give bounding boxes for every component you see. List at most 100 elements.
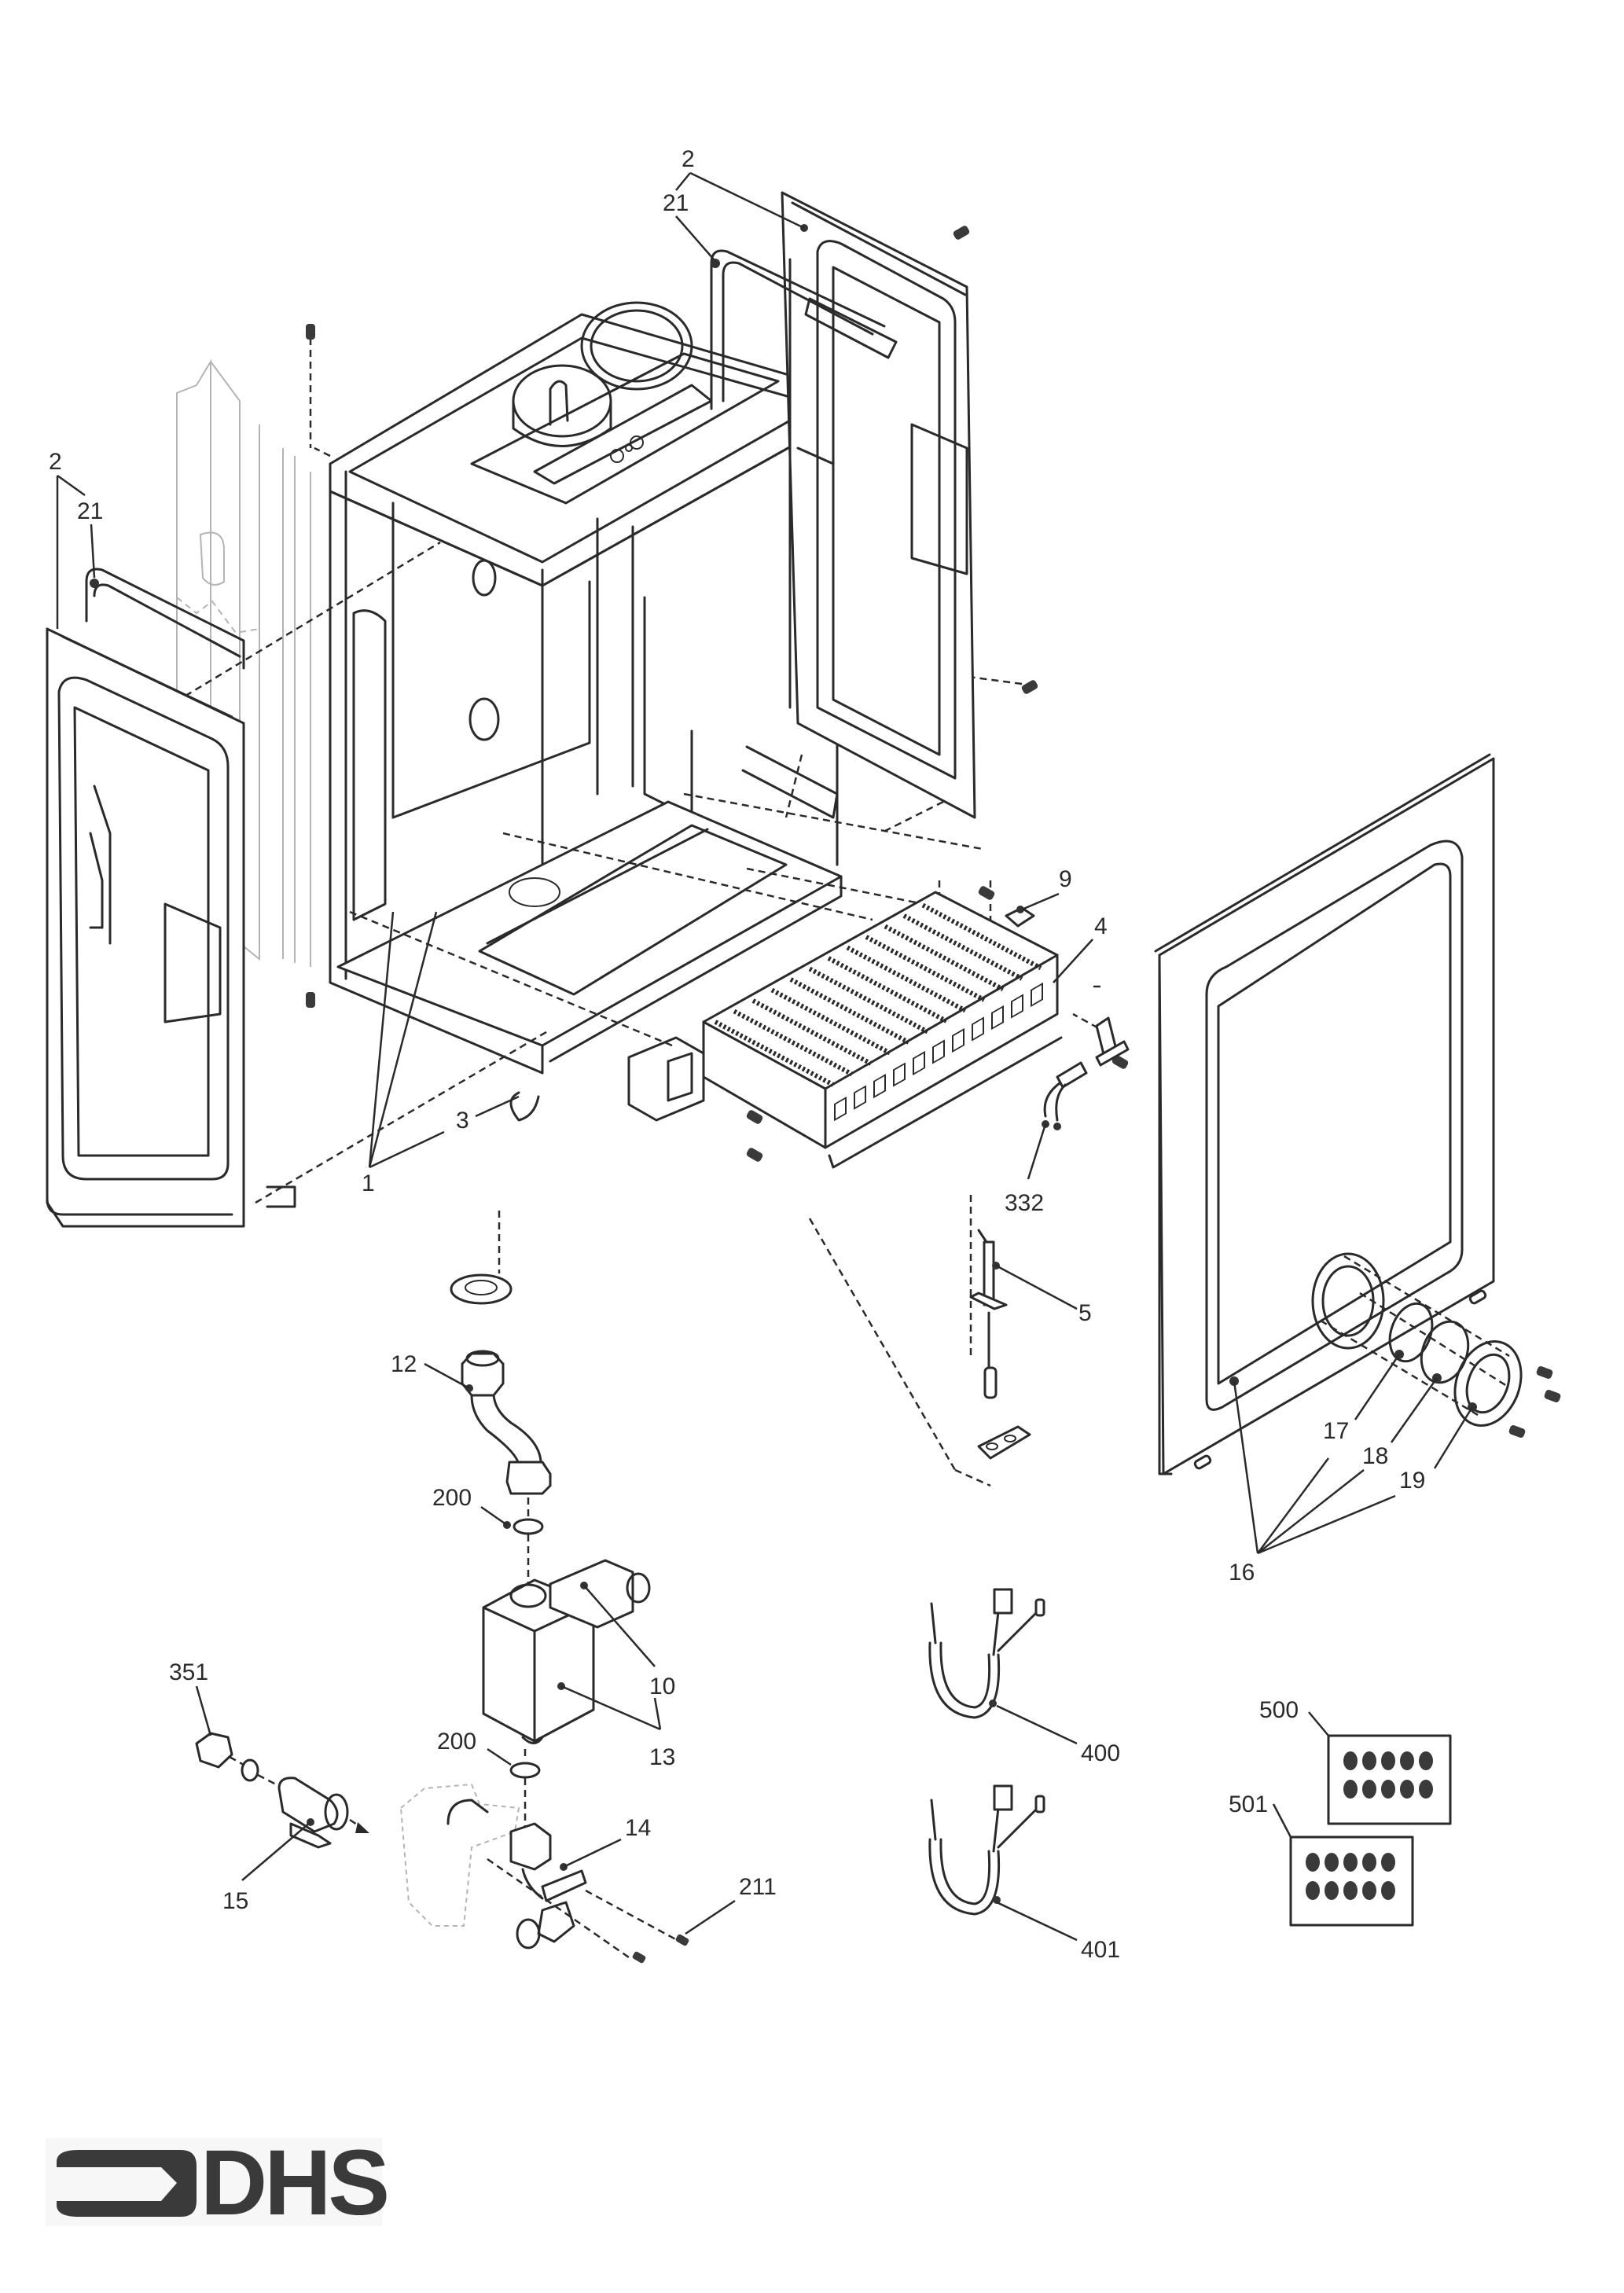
burner-window	[1031, 982, 1043, 1008]
callout-10: 10	[649, 1674, 675, 1700]
screw-icon	[1536, 1366, 1553, 1379]
screw-icon	[1111, 1055, 1129, 1069]
callout-12: 12	[391, 1351, 417, 1377]
callout-211: 211	[739, 1874, 777, 1900]
screw-icon	[306, 992, 315, 1008]
flame-sensor-lead	[1042, 1016, 1130, 1130]
injector-nozzle-icon	[1419, 1780, 1433, 1799]
burner-windows	[834, 982, 1043, 1122]
callout-14: 14	[625, 1815, 651, 1841]
screw-icon	[1021, 680, 1038, 694]
injector-nozzle-icon	[1400, 1751, 1414, 1770]
callout-15: 15	[222, 1888, 248, 1914]
injector-nozzle-icon	[1400, 1780, 1414, 1799]
injector-nozzle-icon	[1362, 1751, 1376, 1770]
right-side-panel	[781, 191, 976, 819]
wiring-harness-401	[928, 1784, 1045, 1916]
callout-13: 13	[649, 1744, 675, 1770]
burner-blades	[714, 902, 1042, 1087]
burner-window	[854, 1085, 866, 1110]
burner-seal-ring	[450, 1273, 513, 1305]
screw-icon	[746, 1110, 763, 1124]
callout-2-left: 2	[49, 449, 62, 475]
callout-21-left: 21	[77, 498, 103, 524]
burner-window	[991, 1005, 1004, 1031]
gas-valve	[482, 1559, 651, 1744]
injector-nozzle-icon	[1325, 1853, 1339, 1872]
screw-icon	[632, 1951, 646, 1964]
wall-bracket-ghost	[176, 358, 311, 967]
burner-blade	[884, 924, 1005, 992]
kit-501-injectors	[1306, 1853, 1395, 1900]
burner-window	[932, 1039, 945, 1064]
injector-nozzle-icon	[1343, 1780, 1358, 1799]
injector-nozzle-icon	[1419, 1751, 1433, 1770]
callout-17: 17	[1323, 1418, 1349, 1444]
callout-3: 3	[456, 1108, 469, 1134]
screw-icon	[978, 886, 995, 900]
burner-window	[873, 1073, 886, 1099]
callout-4: 4	[1094, 913, 1108, 939]
burner-blade	[808, 966, 929, 1034]
burner-window	[834, 1096, 847, 1122]
washer-lower	[509, 1749, 541, 1832]
callout-501: 501	[1229, 1791, 1268, 1817]
burner-blade	[921, 902, 1042, 971]
callout-400: 400	[1081, 1740, 1120, 1766]
injector-nozzle-icon	[1343, 1881, 1358, 1900]
burner-window	[913, 1050, 925, 1076]
burner-blade	[751, 998, 873, 1066]
burner-window	[972, 1016, 984, 1042]
burner-window	[952, 1027, 964, 1053]
callout-332: 332	[1005, 1190, 1044, 1216]
gas-cock-assembly	[195, 1732, 369, 1849]
washer-upper	[503, 1497, 544, 1588]
logo-text: DHS	[200, 2131, 387, 2235]
burner-blade	[770, 987, 891, 1056]
callout-1: 1	[362, 1170, 375, 1196]
injector-nozzle-icon	[1362, 1881, 1376, 1900]
screw-icon	[953, 226, 970, 240]
screw-icon	[746, 1148, 763, 1162]
casing-frame	[329, 301, 843, 1122]
front-panel	[1154, 753, 1495, 1475]
injector-kit-501	[1289, 1836, 1414, 1927]
gas-inlet-elbow	[399, 1783, 689, 1964]
callout-2-right: 2	[682, 146, 695, 172]
injector-nozzle-icon	[1381, 1881, 1395, 1900]
injector-nozzle-icon	[1381, 1780, 1395, 1799]
left-side-seal	[85, 568, 245, 670]
left-side-panel	[46, 627, 296, 1228]
burner	[627, 891, 1063, 1169]
burner-blade	[846, 945, 967, 1013]
burner-window	[1011, 994, 1023, 1019]
injector-nozzle-icon	[1306, 1881, 1320, 1900]
wiring-harness-400	[928, 1588, 1045, 1719]
burner-blade	[733, 1009, 854, 1077]
injector-nozzle-icon	[1362, 1780, 1376, 1799]
injector-nozzle-icon	[1325, 1881, 1339, 1900]
assembly-guide-lines	[94, 338, 1109, 1487]
callout-5: 5	[1078, 1300, 1092, 1326]
screw-icon	[675, 1934, 689, 1946]
ignition-electrode	[969, 1229, 1031, 1460]
burner-blade	[902, 913, 1023, 981]
gas-pipe	[461, 1350, 552, 1495]
screw-icon	[1544, 1390, 1561, 1402]
injector-nozzle-icon	[1362, 1853, 1376, 1872]
callout-200-lower: 200	[437, 1729, 476, 1755]
burner-label	[1005, 906, 1035, 928]
right-side-seal	[710, 224, 898, 819]
callout-500: 500	[1259, 1697, 1299, 1723]
callout-18: 18	[1362, 1443, 1388, 1469]
burner-blade	[865, 935, 986, 1002]
callout-9: 9	[1059, 866, 1072, 892]
injector-nozzle-icon	[1381, 1751, 1395, 1770]
injector-nozzle-icon	[1343, 1853, 1358, 1872]
callout-labels: 2 21 2 21 9 4 3 1 332 5 12 200 10 13 200…	[49, 146, 1425, 1963]
callout-351: 351	[169, 1659, 208, 1685]
burner-blade	[789, 977, 910, 1045]
callout-21-right: 21	[663, 190, 689, 216]
leader-lines	[56, 171, 1474, 1942]
